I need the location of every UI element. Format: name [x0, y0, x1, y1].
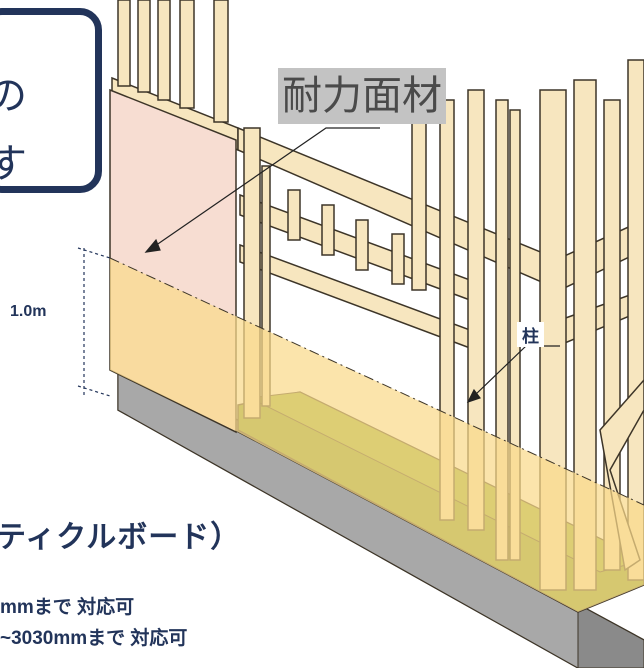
spec-line-1: mmまで 対応可 — [0, 597, 135, 618]
studs — [117, 0, 644, 591]
height-label: 1.0m — [10, 303, 47, 320]
product-heading: ティクルボード） — [0, 520, 242, 555]
spec-line-2: ~3030mmまで 対応可 — [0, 628, 188, 649]
callout-line-2: す — [0, 141, 27, 187]
moisture-zone — [110, 258, 644, 612]
post-label: 柱 — [517, 322, 544, 347]
callout-line-1: の — [0, 73, 27, 119]
height-dimension — [77, 247, 111, 397]
structural-panel-label: 耐力面材 — [278, 68, 446, 124]
callout-box: の す — [0, 8, 102, 193]
